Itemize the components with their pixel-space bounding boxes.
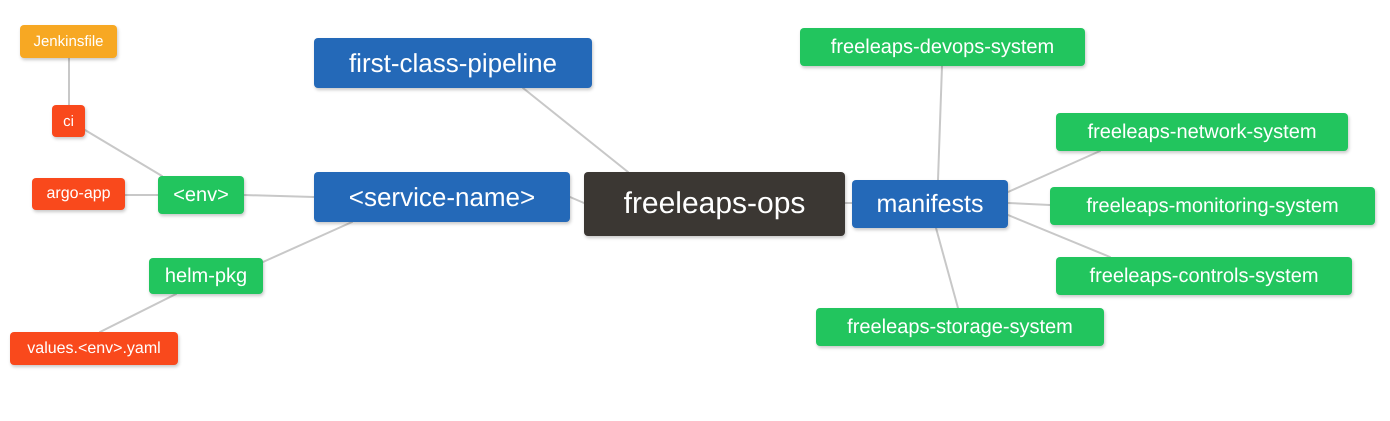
node-freeleaps-storage-system[interactable]: freeleaps-storage-system <box>816 308 1104 346</box>
edge-service-name-to-env <box>243 194 315 198</box>
edge-manifests-to-freeleaps-network-system <box>1007 150 1101 193</box>
node-env[interactable]: <env> <box>158 176 244 214</box>
node-ci[interactable]: ci <box>52 105 85 137</box>
edge-manifests-to-freeleaps-monitoring-system <box>1007 202 1051 206</box>
node-service-name[interactable]: <service-name> <box>314 172 570 222</box>
node-argo-app[interactable]: argo-app <box>32 178 125 210</box>
node-first-class-pipeline[interactable]: first-class-pipeline <box>314 38 592 88</box>
edge-manifests-to-freeleaps-storage-system <box>935 227 959 309</box>
edge-freeleaps-ops-to-service-name <box>569 196 585 204</box>
node-freeleaps-devops-system[interactable]: freeleaps-devops-system <box>800 28 1085 66</box>
edge-env-to-ci <box>84 129 163 177</box>
node-jenkinsfile[interactable]: Jenkinsfile <box>20 25 117 58</box>
edge-service-name-to-helm-pkg <box>262 221 353 263</box>
node-manifests[interactable]: manifests <box>852 180 1008 228</box>
edge-manifests-to-freeleaps-devops-system <box>937 65 943 181</box>
node-freeleaps-ops[interactable]: freeleaps-ops <box>584 172 845 236</box>
edge-helm-pkg-to-values-env-yaml <box>99 293 177 333</box>
node-freeleaps-controls-system[interactable]: freeleaps-controls-system <box>1056 257 1352 295</box>
node-values-env-yaml[interactable]: values.<env>.yaml <box>10 332 178 365</box>
node-freeleaps-network-system[interactable]: freeleaps-network-system <box>1056 113 1348 151</box>
node-freeleaps-monitoring-system[interactable]: freeleaps-monitoring-system <box>1050 187 1375 225</box>
edge-freeleaps-ops-to-first-class-pipeline <box>522 87 629 173</box>
node-helm-pkg[interactable]: helm-pkg <box>149 258 263 294</box>
